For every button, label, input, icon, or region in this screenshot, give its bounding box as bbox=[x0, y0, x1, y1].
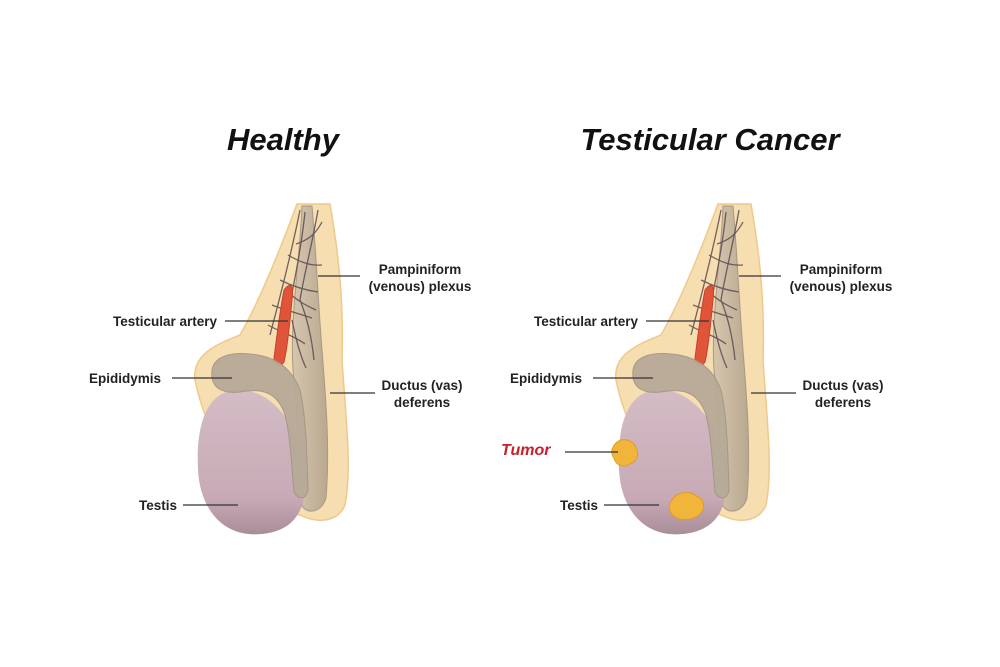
tumor-upper bbox=[611, 439, 639, 467]
label-testis-healthy: Testis bbox=[139, 498, 178, 513]
label-epididymis-cancer: Epididymis bbox=[510, 371, 583, 386]
label-pampiniform-plexus-healthy: Pampiniform (venous) plexus bbox=[364, 261, 476, 295]
label-line: deferens bbox=[814, 395, 872, 410]
leader-lines-cancer bbox=[565, 275, 796, 506]
label-line: Ductus (vas) bbox=[802, 378, 884, 393]
cancer-organ bbox=[614, 203, 770, 536]
panel-title-testicular-cancer: Testicular Cancer bbox=[580, 122, 840, 157]
panel-title-healthy: Healthy bbox=[227, 122, 339, 157]
tumor-lower bbox=[668, 492, 704, 521]
label-line: (venous) plexus bbox=[789, 279, 893, 294]
label-line: Ductus (vas) bbox=[381, 378, 463, 393]
label-testis-cancer: Testis bbox=[560, 498, 599, 513]
label-epididymis-healthy: Epididymis bbox=[89, 371, 162, 386]
label-testicular-artery-healthy: Testicular artery bbox=[113, 314, 218, 329]
label-line: deferens bbox=[393, 395, 451, 410]
label-ductus-deferens-healthy: Ductus (vas) deferens bbox=[374, 377, 470, 411]
label-tumor: Tumor bbox=[501, 442, 551, 459]
label-pampiniform-plexus-cancer: Pampiniform (venous) plexus bbox=[785, 261, 897, 295]
label-testicular-artery-cancer: Testicular artery bbox=[534, 314, 639, 329]
label-line: Pampiniform bbox=[378, 262, 462, 277]
label-line: Pampiniform bbox=[799, 262, 883, 277]
label-ductus-deferens-cancer: Ductus (vas) deferens bbox=[795, 377, 891, 411]
leader-lines-healthy bbox=[172, 275, 375, 506]
label-line: (venous) plexus bbox=[368, 279, 472, 294]
healthy-organ bbox=[193, 203, 349, 536]
